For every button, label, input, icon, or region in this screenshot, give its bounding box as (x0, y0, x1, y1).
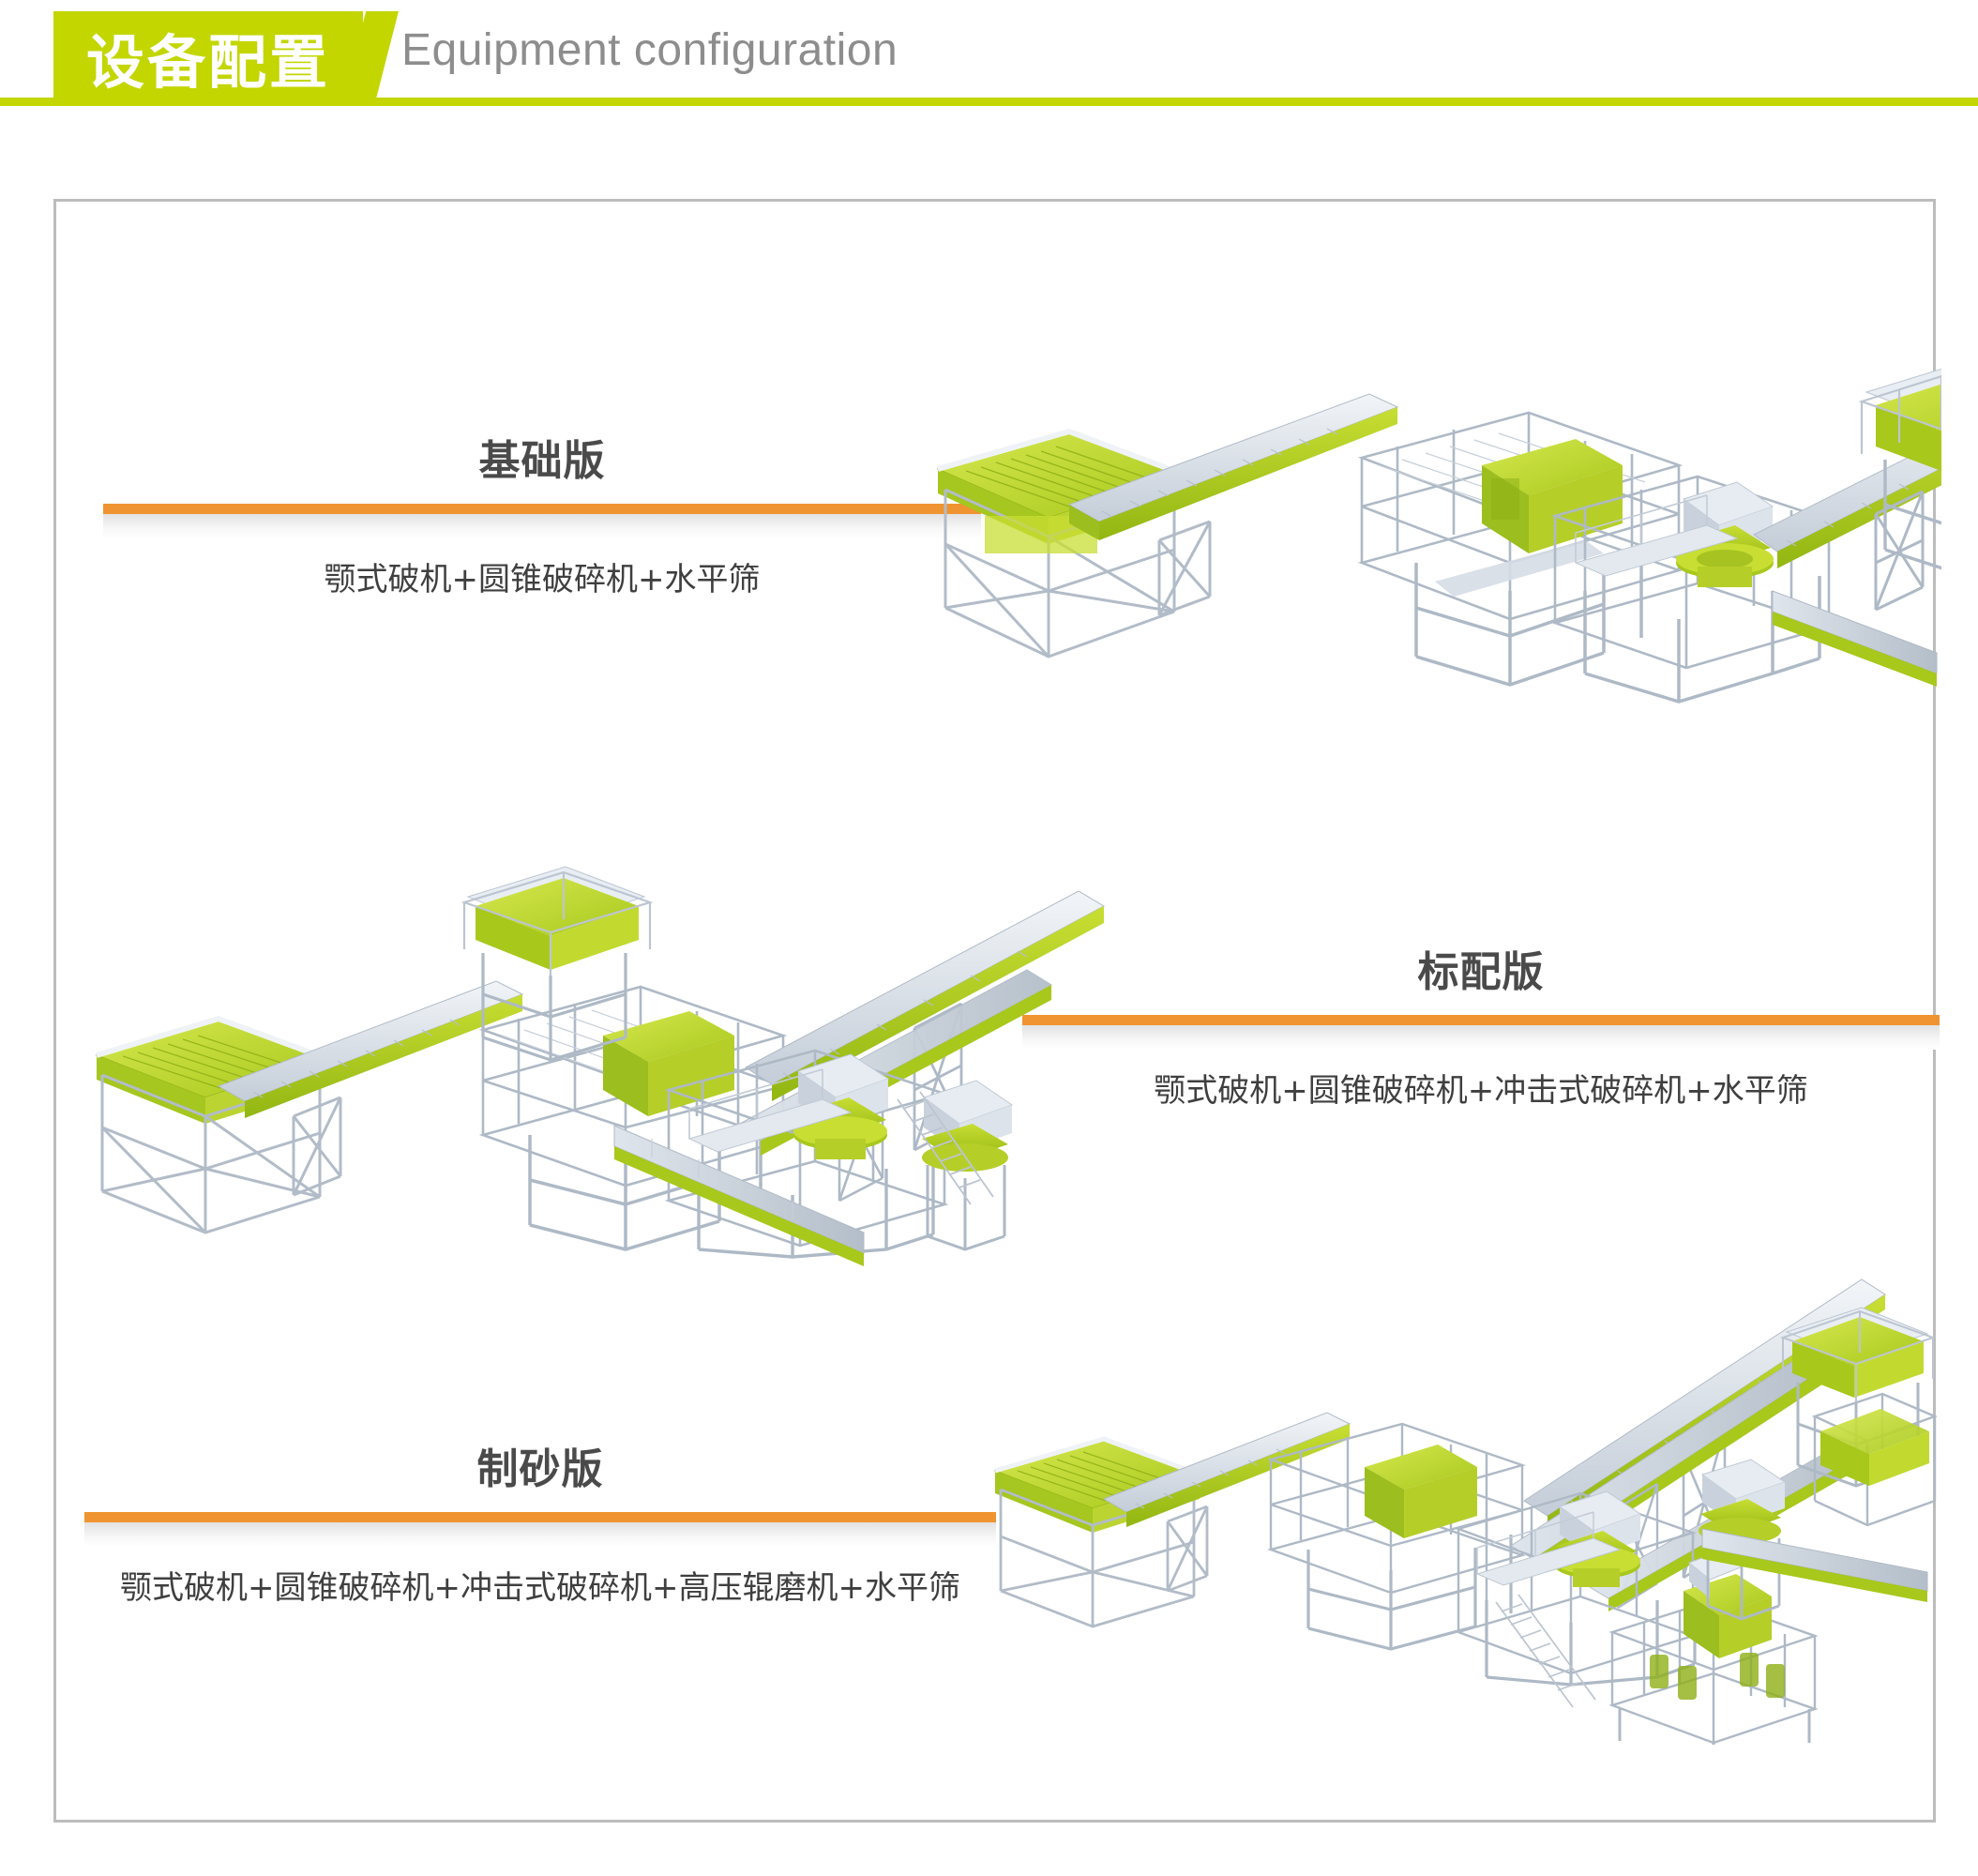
section-basic-divider (103, 504, 981, 538)
section-basic-rule-shadow (103, 514, 981, 538)
section-basic-text: 基础版 颚式破机+圆锥破碎机+水平筛 (103, 427, 981, 599)
section-basic-subtitle: 颚式破机+圆锥破碎机+水平筛 (324, 561, 761, 598)
section-standard-title: 标配版 (1417, 948, 1545, 996)
secondary-screen-tower (1811, 1392, 1937, 1527)
section-standard-divider (1022, 1015, 1940, 1050)
access-stairs (1495, 1594, 1596, 1708)
vibrating-screen-house (1858, 368, 1941, 570)
jaw-crusher-station (1267, 1422, 1526, 1651)
vibrating-screen-house (1779, 1307, 1937, 1488)
illustration-crushing-plant-sand-making (989, 1219, 1937, 1745)
illustration-crushing-plant-standard (89, 816, 1116, 1266)
return-conveyor (1772, 590, 1938, 687)
section-sand-making-rule (84, 1512, 996, 1522)
feed-hopper (95, 1015, 327, 1234)
impact-crusher (1699, 1459, 1787, 1621)
page-header: 设备配置 Equipment configuration (0, 0, 1978, 145)
section-sand-making-text: 制砂版 颚式破机+圆锥破碎机+冲击式破碎机+高压辊磨机+水平筛 (84, 1435, 996, 1608)
header-tag-badge: 设备配置 (53, 11, 363, 103)
discharge-conveyor (613, 1125, 865, 1266)
conveyor-feed (217, 980, 524, 1197)
conveyor-to-screen (1753, 440, 1941, 612)
discharge-conveyor (1701, 1528, 1928, 1602)
section-standard-subtitle: 颚式破机+圆锥破碎机+冲击式破碎机+水平筛 (1154, 1072, 1808, 1110)
feed-hopper (936, 428, 1184, 658)
conveyor-feed (1102, 1412, 1351, 1593)
header-subtitle: Equipment configuration (401, 25, 898, 75)
section-standard-rule (1022, 1015, 1940, 1025)
section-sand-making-rule-shadow (84, 1522, 996, 1547)
illustration-crushing-plant-basic (929, 281, 1941, 704)
section-basic-title: 基础版 (478, 437, 606, 485)
section-sand-making-subtitle: 颚式破机+圆锥破碎机+冲击式破碎机+高压辊磨机+水平筛 (120, 1569, 960, 1607)
section-sand-making-divider (84, 1512, 996, 1547)
section-basic-rule (103, 504, 981, 514)
section-sand-making-title: 制砂版 (476, 1445, 604, 1493)
header-green-rule (0, 98, 1978, 106)
section-standard-rule-shadow (1022, 1025, 1940, 1050)
vibrating-screen-house (461, 866, 654, 1062)
section-standard-text: 标配版 颚式破机+圆锥破碎机+冲击式破碎机+水平筛 (1022, 938, 1940, 1111)
access-stairs (897, 1091, 994, 1205)
header-tag-label: 设备配置 (85, 28, 330, 97)
jaw-crusher-station (478, 985, 788, 1251)
conveyor-feed (1067, 393, 1399, 617)
